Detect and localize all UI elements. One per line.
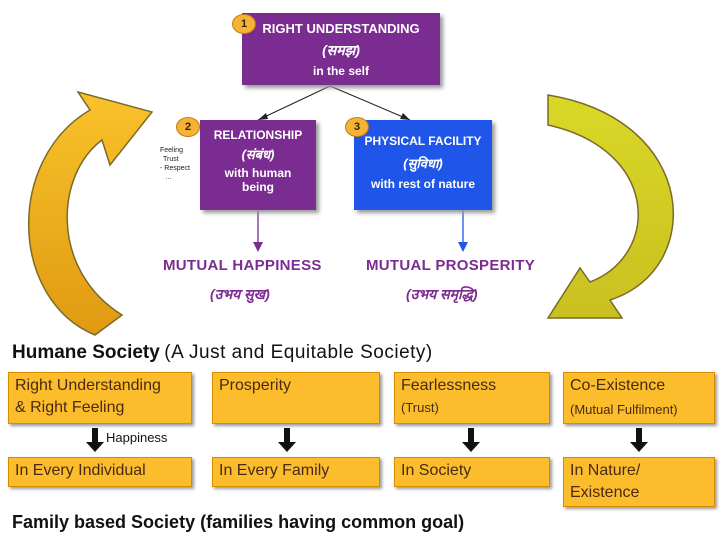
right-understanding-subtitle: in the self: [312, 64, 369, 78]
fearlessness-l1: Fearlessness: [401, 377, 497, 394]
fearlessness-l2: (Trust): [401, 400, 439, 415]
down-arrow-3-head: [462, 442, 480, 452]
family-based-society-footer: Family based Society (families having co…: [12, 512, 465, 532]
co-existence-l1: Co-Existence: [570, 377, 666, 394]
co-existence-box: Co-Existence (Mutual Fulfilment): [563, 372, 715, 424]
mutual-prosperity-label: MUTUAL PROSPERITY: [366, 257, 536, 274]
co-existence-l2: (Mutual Fulfilment): [570, 402, 678, 417]
number-badge-2: 2: [176, 117, 200, 137]
connector-to-physical-facility: [329, 85, 411, 121]
down-arrow-4: [636, 428, 642, 442]
relationship-line1: with human: [224, 166, 292, 180]
right-understanding-title: RIGHT UNDERSTANDING: [262, 21, 420, 36]
down-arrow-2: [284, 428, 290, 442]
number-badge-3: 3: [345, 117, 369, 137]
mutual-prosperity-hindi: (उभय समृद्धि): [406, 286, 478, 302]
left-curved-arrow: [27, 90, 154, 336]
humane-society-subtitle: (A Just and Equitable Society): [164, 342, 433, 363]
down-arrow-2-head: [278, 442, 296, 452]
right-understanding-box: RIGHT UNDERSTANDING (समझ) in the self: [242, 13, 440, 85]
physical-facility-hindi: (सुविधा): [403, 156, 443, 171]
relationship-hindi: (संबंध): [241, 147, 275, 162]
prosperity-l1: Prosperity: [219, 377, 292, 394]
right-understanding-hindi: (समझ): [322, 42, 360, 58]
side-note-line4: …: [165, 174, 172, 181]
in-nature-l1: In Nature/: [570, 462, 641, 479]
physical-facility-subtitle: with rest of nature: [370, 177, 475, 191]
connector-to-relationship: [257, 85, 331, 121]
physical-facility-box: PHYSICAL FACILITY (सुविधा) with rest of …: [354, 120, 492, 210]
down-arrow-1-head: [86, 442, 104, 452]
every-individual-box: In Every Individual: [8, 457, 192, 487]
every-individual-l1: In Every Individual: [15, 462, 146, 479]
physical-facility-title: PHYSICAL FACILITY: [364, 134, 482, 148]
every-family-l1: In Every Family: [219, 462, 330, 479]
fearlessness-box: Fearlessness (Trust): [394, 372, 550, 424]
relationship-line2: being: [242, 180, 274, 194]
in-nature-box: In Nature/ Existence: [563, 457, 715, 507]
mutual-happiness-label: MUTUAL HAPPINESS: [163, 257, 322, 274]
right-understanding-feeling-box: Right Understanding & Right Feeling: [8, 372, 192, 424]
down-arrow-4-head: [630, 442, 648, 452]
down-arrow-3: [468, 428, 474, 442]
in-society-box: In Society: [394, 457, 550, 487]
in-society-l1: In Society: [401, 462, 472, 479]
relationship-box: RELATIONSHIP (संबंध) with human being: [200, 120, 316, 210]
prosperity-box: Prosperity: [212, 372, 380, 424]
every-family-box: In Every Family: [212, 457, 380, 487]
relationship-title: RELATIONSHIP: [213, 128, 303, 142]
happiness-label: Happiness: [106, 430, 168, 445]
side-note: Feeling Trust - Respect …: [160, 146, 190, 182]
side-note-line2: Trust: [163, 156, 179, 163]
in-nature-l2: Existence: [570, 484, 640, 501]
right-understanding-feeling-l1: Right Understanding: [15, 377, 161, 394]
right-curved-arrow: [546, 94, 675, 319]
side-note-line1: Feeling: [160, 147, 183, 154]
humane-society-heading: Humane Society (A Just and Equitable Soc…: [12, 342, 433, 364]
humane-society-title: Humane Society: [12, 342, 160, 363]
right-understanding-feeling-l2: & Right Feeling: [15, 399, 125, 416]
side-note-line3: - Respect: [160, 165, 190, 172]
mutual-happiness-hindi: (उभय सुख): [210, 286, 270, 302]
number-badge-1: 1: [232, 14, 256, 34]
down-arrow-1: [92, 428, 98, 442]
